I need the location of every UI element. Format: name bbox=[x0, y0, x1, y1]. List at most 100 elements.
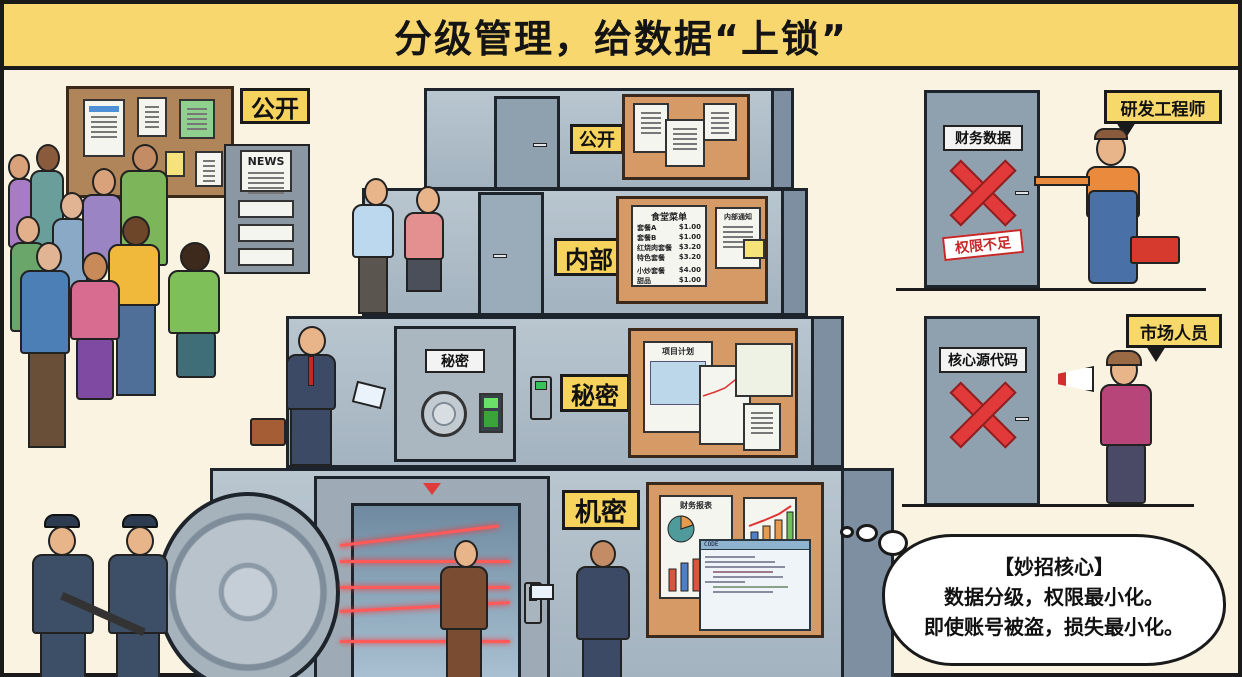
red-tie bbox=[308, 356, 314, 386]
toolbox-icon bbox=[1130, 236, 1180, 264]
canteen-menu: 食堂菜单 套餐A$1.00 套餐B$1.00 红烧肉套餐$3.20 特色套餐$3… bbox=[631, 205, 707, 287]
public-door[interactable] bbox=[494, 96, 560, 190]
doc-title: 财务报表 bbox=[680, 501, 712, 510]
tier-label-text: 机密 bbox=[574, 497, 627, 528]
news-text: NEWS bbox=[247, 155, 285, 168]
public-area-label: 公开 bbox=[240, 88, 310, 124]
combination-dial-icon[interactable] bbox=[421, 391, 467, 437]
news-paper bbox=[238, 200, 294, 218]
fingerprint-scanner-icon[interactable] bbox=[479, 393, 503, 433]
notice-title: 内部通知 bbox=[724, 213, 752, 221]
warning-triangle-icon bbox=[423, 483, 441, 495]
growth-chart-doc bbox=[743, 497, 797, 547]
hair bbox=[1094, 128, 1128, 140]
menu-item-name: 特色套餐 bbox=[637, 254, 665, 262]
finance-data-door[interactable]: 财务数据 权限不足 bbox=[924, 90, 1040, 288]
role-text: 研发工程师 bbox=[1120, 99, 1206, 120]
news-paper bbox=[238, 248, 294, 266]
thought-dot bbox=[856, 524, 878, 542]
hair bbox=[1106, 350, 1142, 366]
tier-internal-side bbox=[784, 188, 808, 316]
stamp-text: 权限不足 bbox=[954, 235, 1012, 257]
security-laser bbox=[340, 560, 510, 563]
arm bbox=[1034, 176, 1090, 186]
marketing-role-bubble: 市场人员 bbox=[1126, 314, 1222, 348]
tip-heading: 【妙招核心】 bbox=[994, 555, 1114, 579]
confidential-document-board: 财务报表 CODE bbox=[646, 482, 824, 638]
employee-with-badge bbox=[250, 322, 387, 468]
notice-paper bbox=[83, 99, 125, 157]
news-paper bbox=[238, 224, 294, 242]
menu-item-price: $1.00 bbox=[678, 276, 701, 284]
megaphone-icon bbox=[1058, 366, 1094, 392]
security-laser bbox=[340, 586, 510, 589]
menu-item-price: $1.00 bbox=[678, 233, 701, 241]
notice-paper bbox=[665, 119, 705, 167]
floor-line bbox=[902, 504, 1194, 507]
internal-notice-board: 食堂菜单 套餐A$1.00 套餐B$1.00 红烧肉套餐$3.20 特色套餐$3… bbox=[616, 196, 768, 304]
safe-plate: 秘密 bbox=[425, 349, 485, 373]
engineer-role-bubble: 研发工程师 bbox=[1104, 90, 1222, 124]
menu-title: 食堂菜单 bbox=[650, 213, 687, 223]
news-paper: NEWS bbox=[240, 150, 292, 192]
security-guards bbox=[18, 514, 168, 677]
office-workers bbox=[342, 176, 482, 316]
internal-notice: 内部通知 bbox=[715, 207, 761, 269]
safe-plate-text: 秘密 bbox=[441, 354, 469, 370]
door-sign-text: 核心源代码 bbox=[948, 353, 1018, 369]
permission-denied-stamp: 权限不足 bbox=[941, 228, 1025, 262]
menu-item-name: 甜品 bbox=[637, 277, 651, 285]
sticky-note bbox=[743, 239, 765, 259]
public-notice-board bbox=[622, 94, 750, 180]
code-window-title: CODE bbox=[704, 541, 719, 548]
card-holder bbox=[530, 538, 640, 677]
door-sign: 财务数据 bbox=[943, 125, 1023, 151]
menu-item-price: $3.20 bbox=[678, 243, 701, 251]
tier-public-side bbox=[774, 88, 794, 190]
internal-door[interactable] bbox=[478, 192, 544, 316]
tier-label-text: 秘密 bbox=[571, 381, 619, 410]
tier-secret-side bbox=[814, 316, 844, 468]
notice-paper bbox=[195, 151, 223, 187]
tier-label-text: 公开 bbox=[579, 130, 615, 151]
door-sign-text: 财务数据 bbox=[955, 131, 1011, 147]
deny-x-icon bbox=[949, 159, 1017, 227]
briefcase-icon bbox=[250, 418, 286, 446]
door-sign: 核心源代码 bbox=[939, 347, 1027, 373]
access-card-icon bbox=[530, 584, 554, 600]
tier-label-secret: 秘密 bbox=[560, 374, 630, 412]
secret-keypad[interactable] bbox=[530, 376, 552, 420]
notice-paper bbox=[179, 99, 215, 139]
source-code-door[interactable]: 核心源代码 bbox=[924, 316, 1040, 506]
notice-paper bbox=[743, 403, 781, 451]
thought-dot bbox=[840, 526, 854, 538]
thought-dot bbox=[878, 530, 908, 556]
menu-item-name: 套餐B bbox=[637, 234, 657, 242]
notice-paper bbox=[703, 103, 737, 141]
tier-label-public: 公开 bbox=[570, 124, 624, 154]
tip-line-1: 数据分级，权限最小化。 bbox=[944, 585, 1164, 609]
role-text: 市场人员 bbox=[1140, 323, 1208, 344]
secret-document-board: 项目计划 bbox=[628, 328, 798, 458]
menu-item-name: 红烧肉套餐 bbox=[637, 244, 672, 252]
title-banner: 分级管理，给数据“上锁” bbox=[4, 4, 1238, 70]
code-window-titlebar: CODE bbox=[701, 541, 809, 550]
menu-item-name: 小炒套餐 bbox=[637, 267, 665, 275]
floor-line bbox=[896, 288, 1206, 291]
tier-label-confidential: 机密 bbox=[562, 490, 640, 530]
code-lines bbox=[701, 550, 809, 599]
newspaper-stand: NEWS bbox=[224, 144, 310, 274]
tier-label-text: 内部 bbox=[565, 245, 613, 274]
doc-title: 项目计划 bbox=[662, 347, 694, 356]
public-area-label-text: 公开 bbox=[251, 94, 299, 123]
vault-visitor bbox=[424, 538, 504, 677]
diagram-doc bbox=[735, 343, 793, 397]
vault-wheel-icon[interactable] bbox=[156, 492, 340, 677]
shouting-marketer bbox=[1054, 348, 1184, 508]
notice-paper bbox=[137, 97, 167, 137]
crowd bbox=[8, 144, 228, 474]
key-tip-cloud: 【妙招核心】 数据分级，权限最小化。 即使账号被盗，损失最小化。 bbox=[882, 534, 1226, 666]
secret-safe[interactable]: 秘密 bbox=[394, 326, 516, 462]
menu-item-price: $4.00 bbox=[678, 266, 701, 274]
